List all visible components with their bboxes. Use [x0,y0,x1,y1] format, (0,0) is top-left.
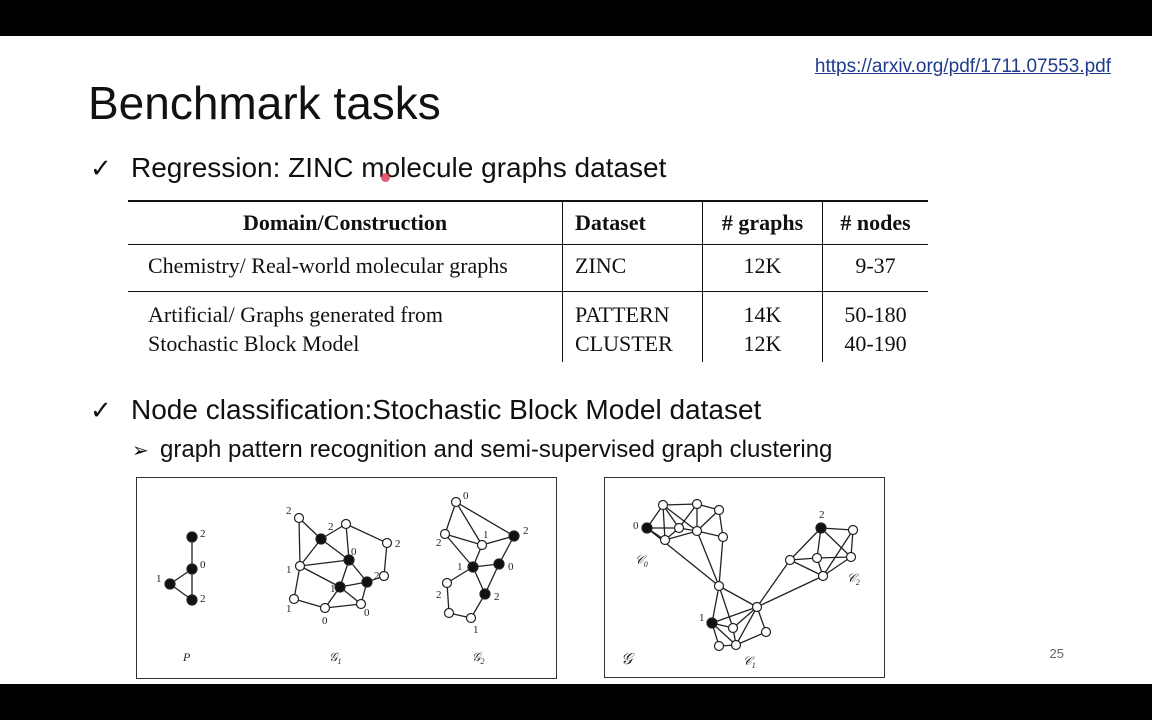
figure-pattern-graphs: 2 0 1 2 2 2 2 0 1 2 1 1 0 0 0 2 1 2 1 0 [136,477,557,679]
arxiv-link[interactable]: https://arxiv.org/pdf/1711.07553.pdf [814,56,1111,77]
top-letterbox [0,0,1152,36]
node-label: 1 [286,564,292,576]
cell-nodes: 50-180 40-190 [822,291,928,362]
header-domain: Domain/Construction [128,200,563,245]
node-label: 2 [523,525,529,537]
datasets-table: Domain/Construction Dataset # graphs # n… [128,200,928,362]
cell-line: 14K [743,302,782,327]
pattern-graphs-svg: 2 0 1 2 2 2 2 0 1 2 1 1 0 0 0 2 1 2 1 0 [156,490,529,666]
header-graphs: # graphs [702,200,823,245]
cell-line: PATTERN [575,302,670,327]
node-label: 2 [819,509,825,521]
graph-nodes [164,496,520,624]
sub-bullet: ➢ graph pattern recognition and semi-sup… [132,436,832,464]
node-label: 0 [633,520,639,532]
caption-g: 𝒢 [621,651,635,668]
caption-c2-sub: 2 [856,578,860,587]
cell-line: 40-190 [844,331,907,356]
node-label: 2 [286,505,292,517]
figure-cluster-graph: 0 1 2 𝒞0 𝒞1 𝒞2 𝒢 [604,477,885,678]
checkmark-icon: ✓ [90,153,112,183]
cell-line: 12K [743,331,782,356]
node-label: 0 [200,559,206,571]
node-label: 2 [436,537,442,549]
node-label: 0 [463,490,469,502]
caption-c0-sub: 0 [644,560,648,569]
cell-dataset: ZINC [562,244,703,292]
cell-line: 50-180 [844,302,907,327]
arrow-bullet-icon: ➢ [132,440,149,462]
caption-g2-sub: 2 [481,657,485,666]
caption-g1-letter: 𝒢 [329,650,340,664]
node-label: 1 [330,583,336,595]
caption-g2: 𝒢2 [472,650,485,666]
node-label-group: 0 1 2 [633,509,825,624]
caption-c1-sub: 1 [752,661,756,670]
node-label: 0 [351,546,357,558]
caption-g2-letter: 𝒢 [472,650,483,664]
cell-graphs: 14K 12K [702,291,823,362]
cluster-graph-svg: 0 1 2 𝒞0 𝒞1 𝒞2 𝒢 [621,498,860,670]
cell-nodes: 9-37 [822,244,928,292]
table-row: Chemistry/ Real-world molecular graphs Z… [128,244,928,292]
node-label: 0 [364,607,370,619]
caption-g1: 𝒢1 [329,650,342,666]
node-label: 2 [200,593,206,605]
checkmark-icon: ✓ [90,395,112,425]
graph-captions: P 𝒢1 𝒢2 [182,650,485,666]
slide-title: Benchmark tasks [88,77,441,129]
bullet-node-classification: ✓ Node classification:Stochastic Block M… [90,394,761,426]
laser-pointer [381,173,390,182]
node-label: 1 [156,573,162,585]
slide: https://arxiv.org/pdf/1711.07553.pdf Ben… [0,36,1152,684]
header-dataset: Dataset [562,200,703,245]
node-label: 1 [286,603,292,615]
caption-p: P [182,650,191,664]
cell-line: Stochastic Block Model [148,331,360,356]
sub-bullet-text: graph pattern recognition and semi-super… [160,436,833,463]
bullet-regression-text: Regression: ZINC molecule graphs dataset [131,152,667,183]
caption-c1: 𝒞1 [743,654,756,670]
bullet-node-classification-text: Node classification:Stochastic Block Mod… [131,394,762,425]
node-label: 2 [374,570,380,582]
node-label: 2 [200,528,206,540]
page-number: 25 [1049,646,1064,661]
cluster-captions: 𝒞0 𝒞1 𝒞2 𝒢 [621,553,860,670]
table-header-row: Domain/Construction Dataset # graphs # n… [128,200,928,245]
node-label: 1 [699,612,705,624]
caption-g1-sub: 1 [338,657,342,666]
bottom-letterbox [0,684,1152,720]
cell-line: CLUSTER [575,331,673,356]
header-nodes: # nodes [822,200,928,245]
graph-nodes [641,498,859,652]
table-row: Artificial/ Graphs generated from Stocha… [128,291,928,363]
cell-line: Artificial/ Graphs generated from [148,302,444,327]
node-label: 0 [508,561,514,573]
node-label: 2 [436,589,442,601]
node-label: 1 [473,624,479,636]
bullet-regression: ✓ Regression: ZINC molecule graphs datas… [90,152,666,184]
caption-c0: 𝒞0 [635,553,648,569]
cell-domain: Artificial/ Graphs generated from Stocha… [128,292,563,363]
node-label: 2 [328,521,334,533]
node-label: 1 [483,529,489,541]
node-label: 2 [494,591,500,603]
node-label: 2 [395,538,401,550]
cell-domain: Chemistry/ Real-world molecular graphs [128,244,563,292]
node-label-group: 2 0 1 2 2 2 2 0 1 2 1 1 0 0 0 2 1 2 1 0 [156,490,529,636]
node-label: 0 [322,615,328,627]
cell-graphs: 12K [702,244,823,292]
caption-c2: 𝒞2 [847,571,860,587]
cell-dataset: PATTERN CLUSTER [562,291,703,362]
node-label: 1 [457,561,463,573]
